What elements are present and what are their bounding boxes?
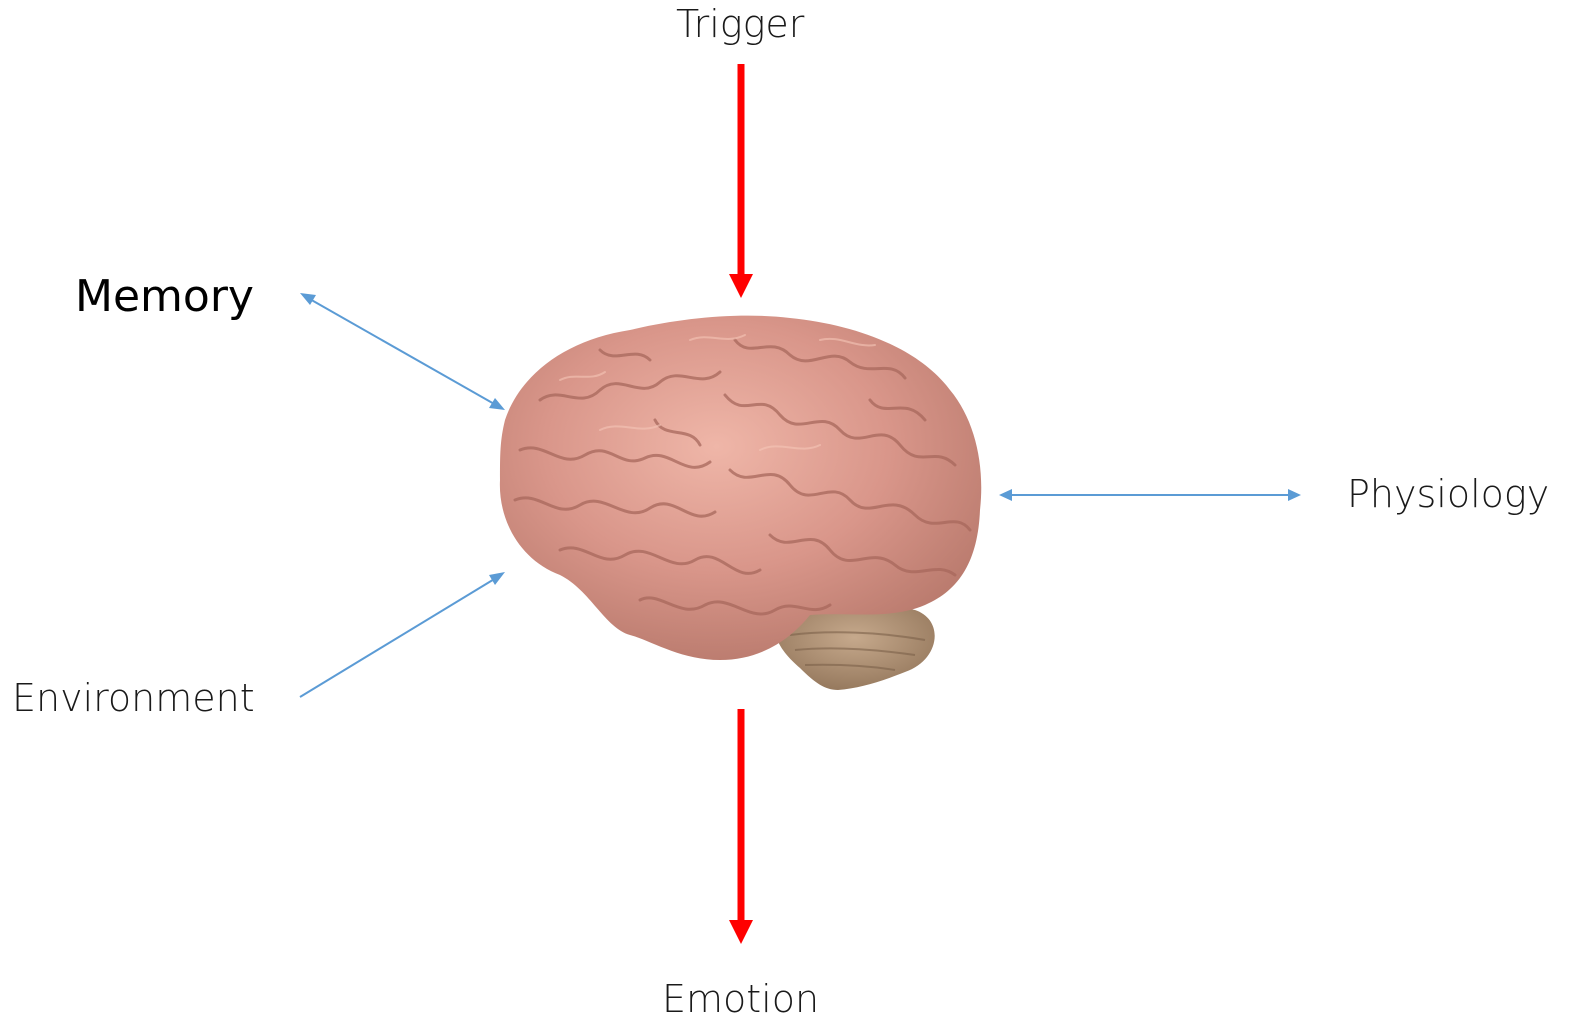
physiology-label: Physiology xyxy=(1347,472,1549,516)
physiology-arrow xyxy=(999,489,1301,501)
environment-label: Environment xyxy=(12,676,255,720)
trigger-arrow xyxy=(729,64,753,298)
trigger-label: Trigger xyxy=(676,2,804,46)
memory-label: Memory xyxy=(75,271,254,322)
brain-illustration xyxy=(500,316,981,690)
memory-arrow xyxy=(300,293,505,410)
emotion-label: Emotion xyxy=(662,977,819,1021)
environment-arrow xyxy=(300,572,505,697)
emotion-arrow xyxy=(729,709,753,944)
